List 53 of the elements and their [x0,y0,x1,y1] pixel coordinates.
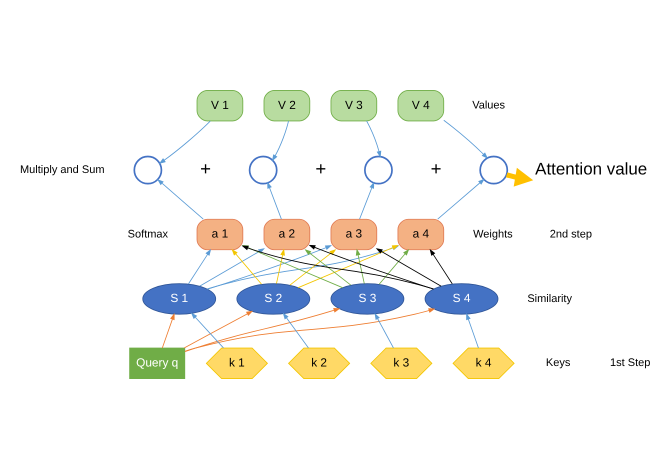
label: Values [472,99,506,112]
node-box: a 1 [196,218,244,250]
label: 2nd step [550,228,592,240]
node-box: a 2 [264,218,310,250]
arrow [267,181,282,220]
node-circle [248,155,278,184]
arrow [184,308,436,352]
arrow [374,312,394,348]
arrow [366,120,382,158]
arrow [184,308,340,352]
arrow [276,248,285,284]
node-text: Attention value [535,158,648,178]
label: + [315,157,326,178]
label: + [200,157,211,178]
arrow [272,120,289,161]
arrow [443,119,488,158]
arrow [506,167,534,186]
label: Softmax [128,228,168,240]
node-ellipse: S 1 [142,282,216,314]
arrow [359,181,374,220]
node-box: a 3 [330,218,378,250]
node-box: V 3 [330,89,378,121]
node-box: a 4 [398,218,444,250]
label: Weights [473,228,513,240]
arrow [304,248,352,285]
arrow [378,248,410,284]
node-box: Query q [129,347,186,379]
arrow [290,248,336,285]
node-box: V 2 [264,89,310,121]
arrow [231,248,262,284]
node-box: V 1 [196,89,244,121]
arrow [190,312,224,348]
arrow [430,248,453,284]
label: 1st Step [610,356,650,369]
arrow [162,312,175,348]
arrow [158,120,211,164]
arrow [199,248,265,286]
node-box: V 4 [398,89,444,121]
label: Keys [546,356,570,369]
node-ellipse: S 2 [236,282,310,314]
arrow [466,312,479,348]
arrow [356,248,365,284]
label: Multiply and Sum [20,163,104,176]
arrow [437,178,485,220]
label: + [430,157,442,178]
arrow [282,312,309,348]
arrow [184,310,254,348]
node-circle [133,155,162,184]
arrow [188,248,212,284]
arrow [376,248,442,286]
label: Similarity [527,292,572,304]
arrow [157,178,204,220]
node-circle [364,155,393,184]
